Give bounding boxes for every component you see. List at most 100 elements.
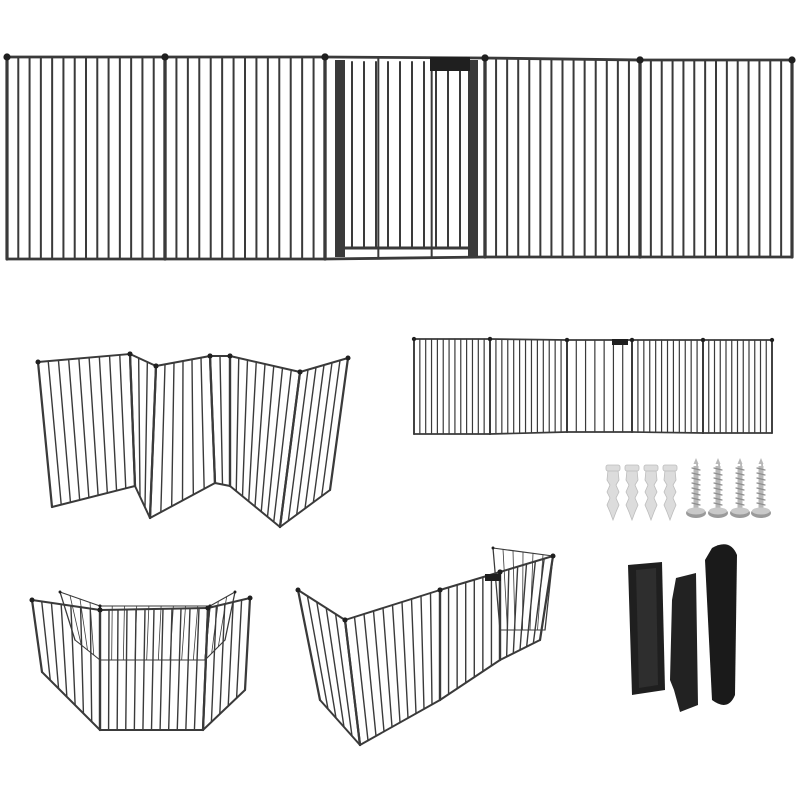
gate-panel — [161, 53, 329, 261]
screw-thread — [713, 487, 723, 491]
hinge-cap — [227, 353, 233, 359]
panel-bar — [157, 605, 162, 661]
top-rail — [299, 357, 349, 373]
walk-through-door — [335, 57, 478, 257]
panel-bar — [519, 563, 528, 651]
hinge-cap — [497, 569, 503, 575]
hinge-cap — [247, 595, 253, 601]
top-rail — [492, 547, 554, 557]
panel-bar — [529, 552, 534, 631]
gate-panel — [437, 569, 503, 702]
wood-screw — [708, 458, 728, 518]
gate-panel — [342, 587, 443, 747]
bracket-hinge-plate — [670, 573, 698, 712]
panel-bar — [235, 599, 243, 699]
top-rail — [229, 355, 301, 373]
screw-thread — [756, 482, 766, 486]
panel-bar — [210, 605, 218, 723]
panel-post — [201, 606, 210, 732]
panel-bar — [200, 356, 205, 490]
panel-bar — [525, 560, 537, 648]
screw-thread — [735, 487, 745, 491]
gate-panel — [278, 355, 351, 529]
panel-post — [128, 352, 137, 488]
door-latch — [485, 574, 501, 581]
panel-bar — [60, 603, 68, 698]
screw-thread — [713, 482, 723, 486]
panel-bar — [133, 608, 137, 731]
panel-bar — [57, 359, 72, 504]
panel-bar — [287, 368, 309, 522]
panel-post — [243, 596, 252, 692]
hinge-cap — [3, 53, 11, 61]
panel-bar — [185, 607, 191, 731]
top-rail — [129, 353, 157, 367]
panel-bar — [192, 605, 199, 661]
panel-bar — [502, 548, 508, 631]
panel-bar — [420, 595, 425, 710]
screw-thread — [735, 467, 745, 471]
screw-thread — [735, 492, 745, 496]
panel-post — [278, 370, 302, 529]
top-rail — [489, 338, 568, 341]
panel-bar — [191, 358, 195, 496]
gate-panel — [98, 604, 212, 661]
hinge-cap — [321, 53, 329, 61]
wall-anchor — [624, 464, 640, 522]
gate-panel — [487, 336, 570, 435]
bottom-rail — [214, 482, 231, 487]
screw-thread — [735, 497, 745, 501]
panel-bar — [142, 608, 146, 731]
hinge-cap — [342, 617, 348, 623]
bottom-rail — [202, 689, 246, 731]
hinge-cap — [29, 597, 35, 603]
top-rail — [344, 589, 441, 621]
hinge-cap — [629, 337, 635, 343]
screw-thread — [691, 467, 701, 471]
panel-bar — [248, 361, 257, 503]
panel-bar — [70, 605, 76, 706]
panel-bar — [193, 607, 200, 731]
bottom-rail — [319, 699, 361, 746]
panel-bar — [316, 601, 337, 719]
screw-thread — [735, 482, 745, 486]
panel-bar — [78, 357, 90, 499]
screw-thread — [713, 477, 723, 481]
top-rail — [499, 555, 554, 573]
panel-bar — [88, 356, 99, 497]
bracket-slotted-strap — [705, 544, 737, 705]
gate-fireplace-enclosure — [295, 546, 556, 747]
panel-bar — [391, 604, 401, 724]
panel-bar — [312, 361, 333, 504]
panel-bar — [159, 608, 164, 731]
screw-thread — [691, 492, 701, 496]
screw-thread — [691, 502, 701, 506]
panel-bar — [382, 607, 393, 728]
wall-mount-brackets — [628, 544, 737, 712]
panel-bar — [235, 357, 240, 492]
panel-bar — [170, 361, 175, 508]
screw-thread — [735, 472, 745, 476]
hinge-cap — [550, 553, 556, 559]
screw-thread — [713, 472, 723, 476]
top-rail — [37, 353, 131, 363]
hinge-cap — [161, 53, 169, 61]
panel-bar — [241, 359, 249, 497]
panel-bar — [108, 355, 118, 492]
panel-bar — [325, 607, 345, 728]
panel-bar — [69, 595, 82, 646]
hinge-cap — [295, 587, 301, 593]
wood-screw — [686, 458, 706, 518]
panel-post — [30, 598, 44, 674]
gate-unfolded-front — [3, 53, 796, 261]
panel-bar — [532, 557, 545, 645]
gate-panel — [29, 597, 103, 732]
panel-bar — [372, 610, 385, 733]
panel-bar — [119, 354, 127, 490]
top-rail — [155, 355, 211, 367]
screw-thread — [713, 492, 723, 496]
bottom-rail — [631, 431, 704, 434]
bottom-rail — [439, 659, 501, 701]
panel-post — [208, 354, 217, 485]
